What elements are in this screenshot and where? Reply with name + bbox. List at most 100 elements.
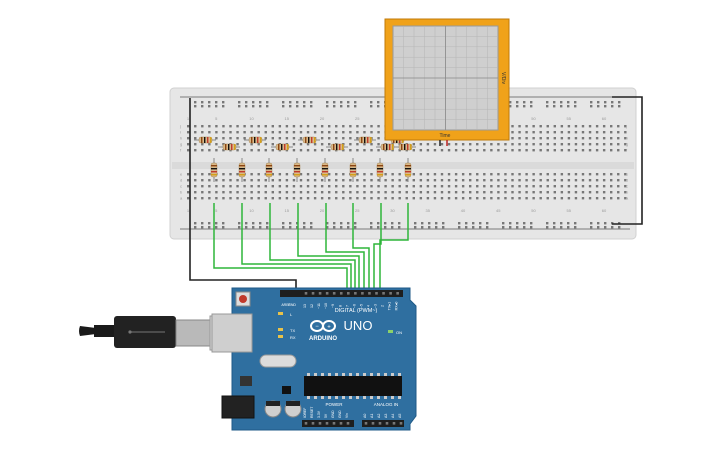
terminal-hole[interactable] bbox=[342, 131, 345, 134]
terminal-hole[interactable] bbox=[377, 185, 380, 188]
terminal-hole[interactable] bbox=[201, 173, 204, 176]
rail-hole[interactable] bbox=[245, 105, 248, 108]
terminal-hole[interactable] bbox=[511, 179, 514, 182]
terminal-hole[interactable] bbox=[313, 125, 317, 128]
rail-hole[interactable] bbox=[391, 222, 394, 225]
terminal-hole[interactable] bbox=[398, 191, 401, 194]
terminal-hole[interactable] bbox=[476, 179, 479, 182]
terminal-hole[interactable] bbox=[328, 191, 331, 194]
terminal-hole[interactable] bbox=[518, 131, 521, 134]
terminal-hole[interactable] bbox=[476, 173, 479, 176]
terminal-hole[interactable] bbox=[405, 197, 408, 200]
terminal-hole[interactable] bbox=[201, 185, 204, 188]
rail-hole[interactable] bbox=[618, 105, 621, 108]
terminal-hole[interactable] bbox=[553, 137, 556, 140]
terminal-hole[interactable] bbox=[532, 137, 535, 140]
terminal-hole[interactable] bbox=[187, 173, 190, 176]
wires[interactable] bbox=[189, 96, 643, 296]
terminal-hole[interactable] bbox=[504, 185, 507, 188]
header-pin[interactable] bbox=[371, 422, 375, 425]
terminal-hole[interactable] bbox=[201, 131, 204, 134]
terminal-hole[interactable] bbox=[595, 131, 599, 134]
rail-hole[interactable] bbox=[296, 105, 299, 108]
terminal-hole[interactable] bbox=[539, 149, 542, 152]
terminal-hole[interactable] bbox=[377, 179, 380, 182]
rail-hole[interactable] bbox=[435, 222, 438, 225]
rail-hole[interactable] bbox=[442, 226, 445, 229]
terminal-hole[interactable] bbox=[602, 173, 606, 176]
terminal-hole[interactable] bbox=[454, 185, 458, 188]
rail-hole[interactable] bbox=[479, 226, 482, 229]
rail-hole[interactable] bbox=[516, 101, 519, 104]
terminal-hole[interactable] bbox=[610, 143, 613, 146]
terminal-hole[interactable] bbox=[208, 185, 211, 188]
terminal-hole[interactable] bbox=[610, 197, 613, 200]
rail-hole[interactable] bbox=[194, 101, 197, 104]
terminal-hole[interactable] bbox=[229, 185, 232, 188]
terminal-hole[interactable] bbox=[433, 179, 437, 182]
rail-hole[interactable] bbox=[377, 101, 380, 104]
rail-hole[interactable] bbox=[428, 226, 431, 229]
rail-hole[interactable] bbox=[516, 222, 519, 225]
rail-hole[interactable] bbox=[530, 222, 533, 225]
header-pin[interactable] bbox=[304, 422, 308, 425]
rail-hole[interactable] bbox=[597, 222, 600, 225]
terminal-hole[interactable] bbox=[194, 179, 197, 182]
header-pin[interactable] bbox=[339, 422, 343, 425]
terminal-hole[interactable] bbox=[567, 185, 571, 188]
rail-hole[interactable] bbox=[333, 105, 336, 108]
rail-hole[interactable] bbox=[509, 226, 512, 229]
terminal-hole[interactable] bbox=[320, 131, 324, 134]
terminal-hole[interactable] bbox=[518, 173, 521, 176]
terminal-hole[interactable] bbox=[490, 173, 493, 176]
terminal-hole[interactable] bbox=[624, 191, 627, 194]
terminal-hole[interactable] bbox=[525, 125, 528, 128]
rail-hole[interactable] bbox=[516, 226, 519, 229]
terminal-hole[interactable] bbox=[292, 179, 296, 182]
header-pin[interactable] bbox=[375, 292, 378, 295]
terminal-hole[interactable] bbox=[525, 131, 528, 134]
terminal-hole[interactable] bbox=[187, 143, 190, 146]
terminal-hole[interactable] bbox=[574, 131, 578, 134]
header-pin[interactable] bbox=[385, 422, 389, 425]
rail-hole[interactable] bbox=[509, 222, 512, 225]
rail-hole[interactable] bbox=[479, 222, 482, 225]
rail-hole[interactable] bbox=[530, 101, 533, 104]
terminal-hole[interactable] bbox=[377, 191, 380, 194]
terminal-hole[interactable] bbox=[553, 173, 556, 176]
terminal-hole[interactable] bbox=[518, 179, 521, 182]
terminal-hole[interactable] bbox=[574, 197, 578, 200]
rail-hole[interactable] bbox=[421, 222, 424, 225]
terminal-hole[interactable] bbox=[222, 131, 225, 134]
terminal-hole[interactable] bbox=[250, 143, 253, 146]
terminal-hole[interactable] bbox=[349, 179, 352, 182]
terminal-hole[interactable] bbox=[567, 137, 571, 140]
terminal-hole[interactable] bbox=[377, 149, 380, 152]
wire-green[interactable] bbox=[241, 203, 352, 294]
terminal-hole[interactable] bbox=[299, 173, 303, 176]
terminal-hole[interactable] bbox=[229, 125, 232, 128]
terminal-hole[interactable] bbox=[236, 149, 239, 152]
rail-hole[interactable] bbox=[296, 101, 299, 104]
terminal-hole[interactable] bbox=[426, 179, 430, 182]
terminal-hole[interactable] bbox=[250, 173, 253, 176]
terminal-hole[interactable] bbox=[511, 143, 514, 146]
rail-hole[interactable] bbox=[194, 222, 197, 225]
terminal-hole[interactable] bbox=[419, 173, 423, 176]
terminal-hole[interactable] bbox=[419, 179, 423, 182]
terminal-hole[interactable] bbox=[320, 143, 324, 146]
terminal-hole[interactable] bbox=[624, 197, 627, 200]
terminal-hole[interactable] bbox=[595, 185, 599, 188]
terminal-hole[interactable] bbox=[306, 125, 310, 128]
terminal-hole[interactable] bbox=[546, 131, 549, 134]
rail-hole[interactable] bbox=[486, 226, 489, 229]
terminal-hole[interactable] bbox=[187, 131, 190, 134]
resistor[interactable] bbox=[265, 158, 273, 182]
terminal-hole[interactable] bbox=[447, 173, 451, 176]
terminal-hole[interactable] bbox=[194, 125, 197, 128]
terminal-hole[interactable] bbox=[581, 191, 585, 194]
rail-hole[interactable] bbox=[289, 101, 292, 104]
terminal-hole[interactable] bbox=[440, 191, 444, 194]
terminal-hole[interactable] bbox=[250, 179, 253, 182]
terminal-hole[interactable] bbox=[567, 197, 571, 200]
